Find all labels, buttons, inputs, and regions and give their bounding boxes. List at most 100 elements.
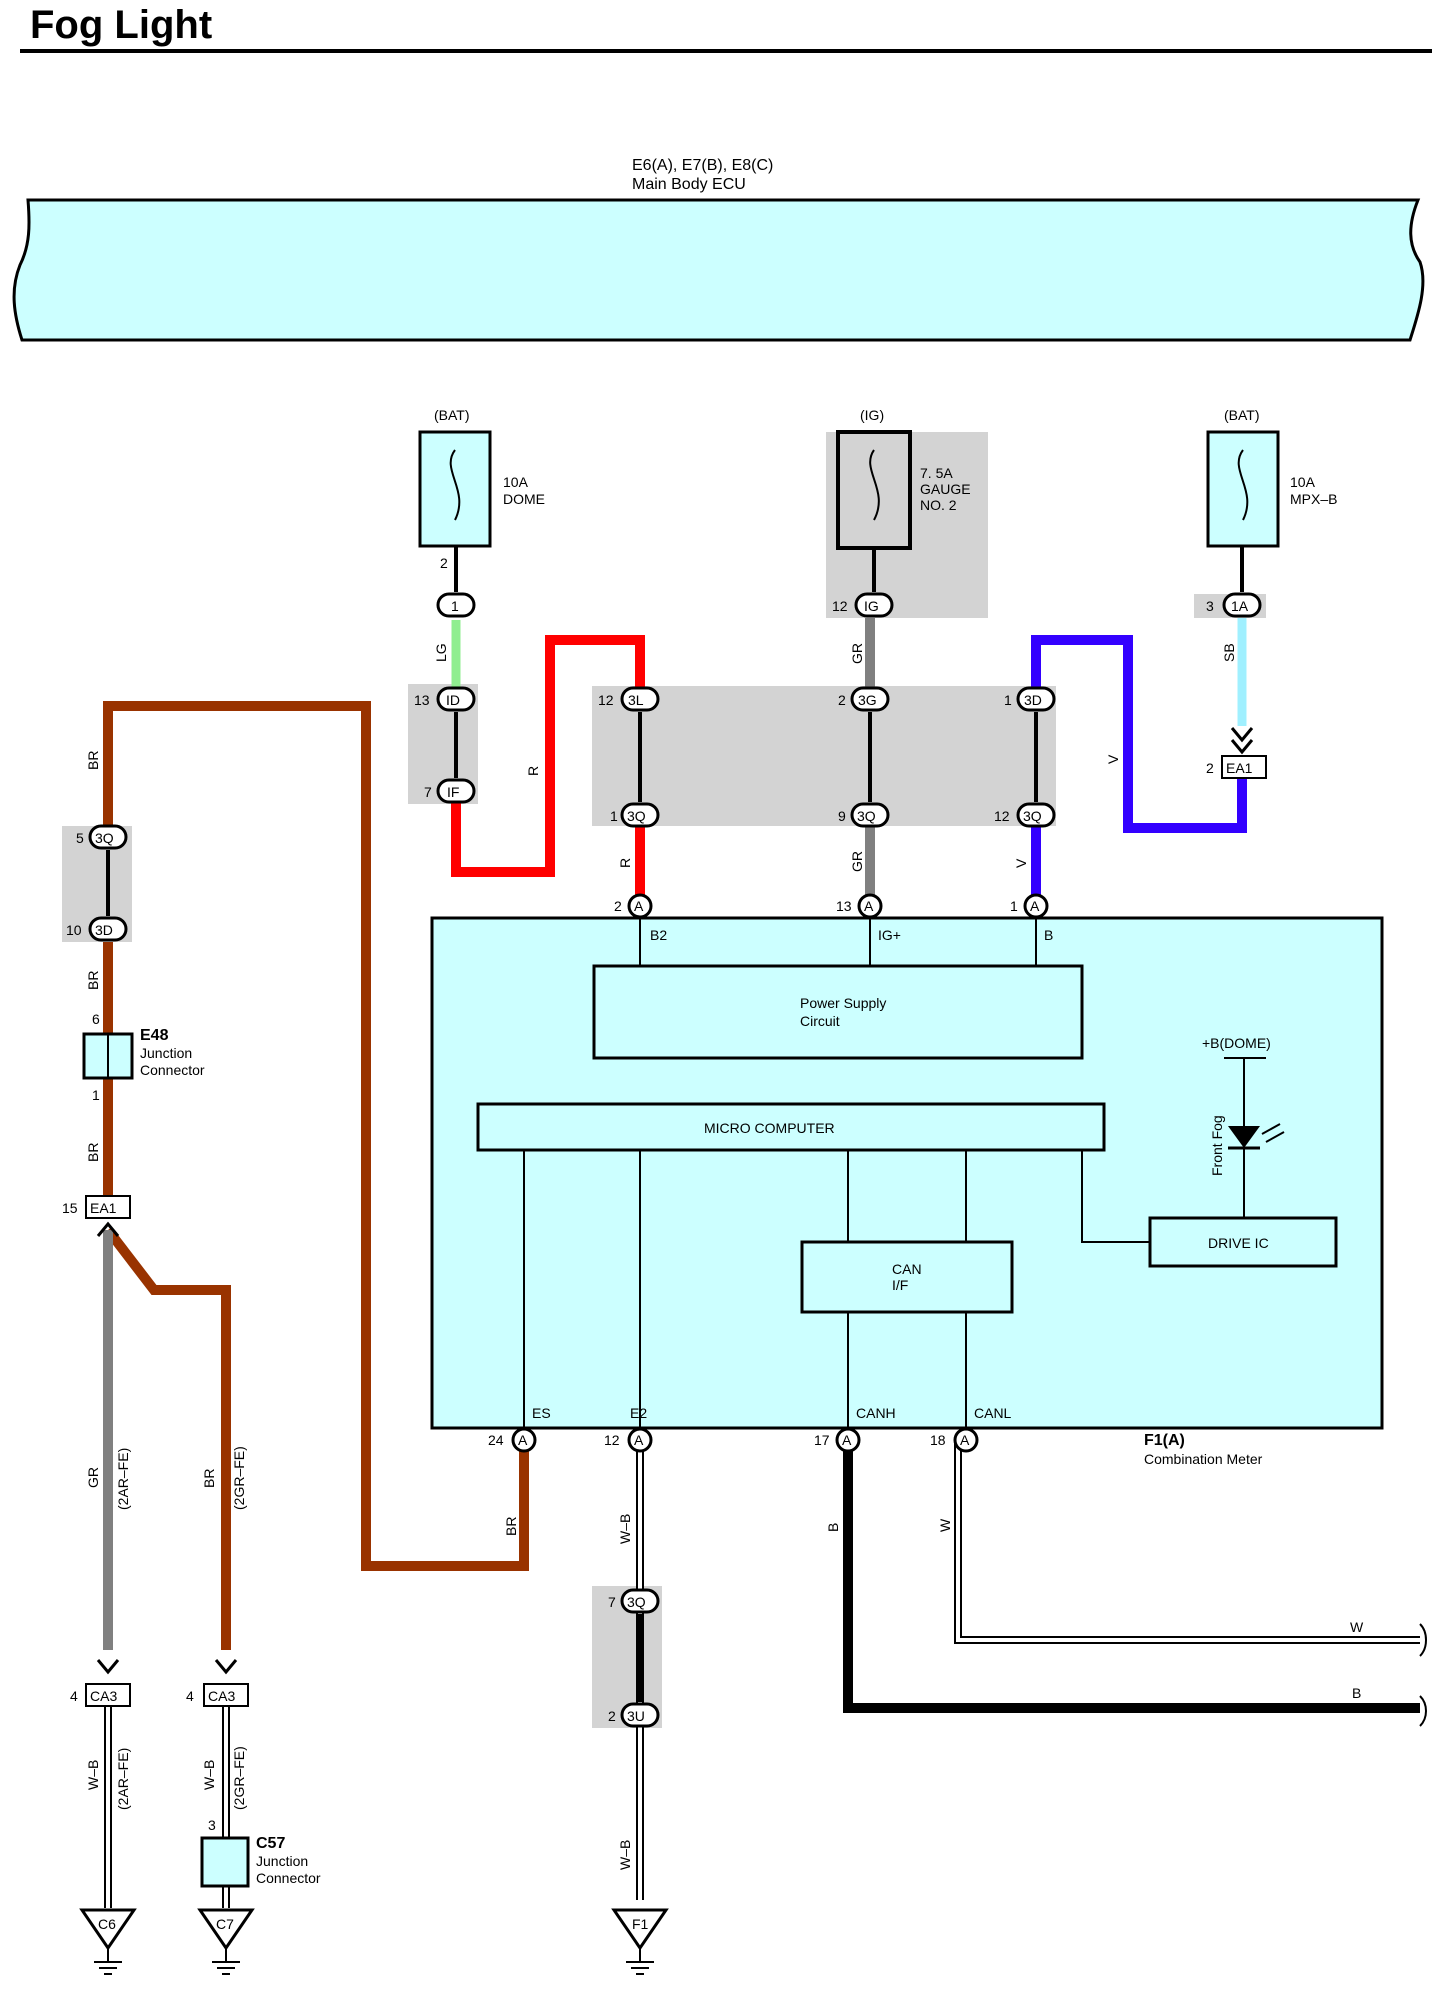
- led-ray-2: [1265, 1131, 1285, 1143]
- label-br-es: BR: [503, 1517, 519, 1536]
- connector-ca3-a: [85, 1683, 131, 1707]
- pin-3g: [850, 686, 890, 712]
- label-gr-upper: GR: [849, 643, 865, 664]
- wire-b: [843, 1440, 1420, 1713]
- pin-3l-label: 3L: [628, 692, 644, 708]
- label-w: W: [937, 1518, 953, 1532]
- label-wb-e2: W–B: [617, 1514, 633, 1544]
- ground-c6-icon: [79, 1908, 137, 1951]
- pin-3q-c-label: 3Q: [1023, 808, 1042, 824]
- fuse3-amp: 10A: [1290, 474, 1316, 490]
- meter-pin-18-number: 18: [930, 1432, 946, 1448]
- fuse-dome-icon: [449, 449, 461, 521]
- pin-3d-left-label: 3D: [95, 922, 113, 938]
- meter-name: Combination Meter: [1144, 1451, 1263, 1467]
- meter-pin-1-number: 1: [1010, 898, 1018, 914]
- meter-pin-b2: [627, 893, 653, 919]
- connector-ea1-left-label: EA1: [90, 1200, 117, 1216]
- fuse2-name: GAUGE: [920, 481, 971, 497]
- pin-1-3q-number: 1: [610, 808, 618, 824]
- pin-3d-left: [88, 916, 128, 942]
- label-2gr-fe: (2GR–FE): [231, 1446, 247, 1510]
- ground-c7-label: C7: [216, 1916, 234, 1932]
- pin-7-number: 7: [424, 784, 432, 800]
- ca3-b-pin-4: 4: [186, 1688, 194, 1704]
- meter-pin-es-letter: A: [518, 1432, 528, 1448]
- junction-block-shade: [592, 686, 1056, 826]
- wire-v-upper: [1031, 635, 1247, 833]
- pin-13-number: 13: [414, 692, 430, 708]
- meter-pin-b-letter: A: [1030, 898, 1040, 914]
- label-r-lower: R: [617, 858, 633, 868]
- pin-2-ea1-number: 2: [1206, 760, 1214, 776]
- ground-c7-icon: [197, 1908, 255, 1951]
- pin-12-ig-number: 12: [832, 598, 848, 614]
- pin-3q-c: [1016, 802, 1056, 828]
- pin-3q-ground-label: 3Q: [627, 1594, 646, 1610]
- dome-label: +B(DOME): [1202, 1035, 1271, 1051]
- label-wb-c7: W–B: [201, 1760, 217, 1790]
- fuse-dome: [418, 430, 492, 548]
- meter-pin-e2-letter: A: [634, 1432, 644, 1448]
- wire-w-break: [1419, 1623, 1427, 1657]
- drive-ic: [1148, 1216, 1338, 1268]
- label-gr-2ar: GR: [85, 1467, 101, 1488]
- ea1-right-arrow2: [1230, 739, 1254, 755]
- pin-3q-left-label: 3Q: [95, 830, 114, 846]
- meter-pin-b: [1023, 893, 1049, 919]
- label-2gr-fe-lower: (2GR–FE): [231, 1746, 247, 1810]
- pin-1-label: 1: [451, 598, 459, 614]
- pin-3u-label: 3U: [627, 1708, 645, 1724]
- fuse-mpx: [1206, 430, 1280, 548]
- connector-ea1-right-label: EA1: [1226, 760, 1253, 776]
- e48-pin-6: 6: [92, 1011, 100, 1027]
- meter-pin-ig: [857, 893, 883, 919]
- can-if: [800, 1240, 1014, 1314]
- ca3-a-pin-4: 4: [70, 1688, 78, 1704]
- ea1-left-arrow: [96, 1221, 120, 1237]
- pin-3q-a: [620, 802, 660, 828]
- pin-15-number: 15: [62, 1200, 78, 1216]
- e48-label-1: Junction: [140, 1045, 192, 1061]
- pin-3d: [1016, 686, 1056, 712]
- pin-5-number: 5: [76, 830, 84, 846]
- terminal-b2: B2: [650, 927, 667, 943]
- pin-10-number: 10: [66, 922, 82, 938]
- pin-7-ground-number: 7: [608, 1594, 616, 1610]
- pin-1-3d-number: 1: [1004, 692, 1012, 708]
- ecu-name: Main Body ECU: [632, 176, 746, 193]
- terminal-canh: CANH: [856, 1405, 896, 1421]
- label-2ar-fe-lower: (2AR–FE): [115, 1748, 131, 1810]
- terminal-b: B: [1044, 927, 1053, 943]
- fuse3-name: MPX–B: [1290, 491, 1337, 507]
- ca3-a-arrow: [96, 1659, 120, 1675]
- connector-ea1-right: [1221, 755, 1267, 779]
- ea1-right-arrow: [1230, 727, 1254, 743]
- connector-ca3-b-label: CA3: [208, 1688, 235, 1704]
- can-label-1: CAN: [892, 1261, 922, 1277]
- label-wb-f1: W–B: [617, 1840, 633, 1870]
- pin-3u: [620, 1702, 660, 1728]
- label-v-lower: V: [1013, 858, 1029, 868]
- pin-id: [436, 686, 476, 712]
- e48-label-2: Connector: [140, 1062, 205, 1078]
- fuse1-out-pin: 2: [440, 555, 448, 571]
- pin-3q-b-label: 3Q: [857, 808, 876, 824]
- e48-id: E48: [140, 1027, 169, 1044]
- pin-if-label: IF: [447, 784, 459, 800]
- meter-pin-canl: [953, 1427, 979, 1453]
- label-w-right: W: [1350, 1619, 1364, 1635]
- fuse2-amp: 7. 5A: [920, 465, 953, 481]
- meter-pin-es: [511, 1427, 537, 1453]
- front-fog-label: Front Fog: [1209, 1115, 1225, 1176]
- label-br-2gr: BR: [201, 1469, 217, 1488]
- terminal-ig-plus: IG+: [878, 927, 901, 943]
- pin-3d-label: 3D: [1024, 692, 1042, 708]
- fuse1-name: DOME: [503, 491, 545, 507]
- ecu-id: E6(A), E7(B), E8(C): [632, 157, 773, 174]
- gauge-fuse-shade: [826, 432, 988, 618]
- fuse1-source: (BAT): [434, 407, 470, 423]
- pin-if: [436, 778, 476, 804]
- fuse-gauge-icon: [869, 449, 880, 521]
